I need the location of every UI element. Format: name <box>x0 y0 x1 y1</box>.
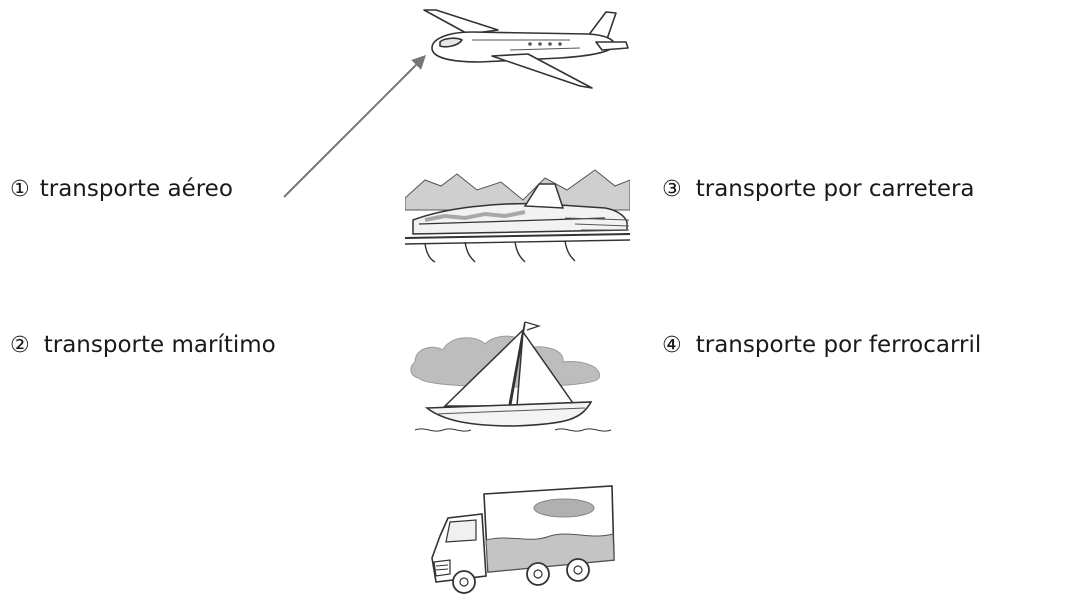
train-picture <box>405 160 630 270</box>
airplane-icon <box>410 0 630 110</box>
option-number: ④ <box>662 333 682 358</box>
option-text: transporte por ferrocarril <box>696 332 982 358</box>
option-number: ③ <box>662 177 682 202</box>
sailboat-picture <box>405 310 630 440</box>
option-text: transporte marítimo <box>44 332 276 358</box>
option-air-transport: ① transporte aéreo <box>10 178 233 201</box>
option-text: transporte aéreo <box>40 176 233 202</box>
airplane-picture <box>410 0 630 110</box>
option-road-transport: ③ transporte por carretera <box>662 178 975 201</box>
sailboat-icon <box>405 310 630 440</box>
train-icon <box>405 160 630 270</box>
option-number: ② <box>10 333 30 358</box>
option-rail-transport: ④ transporte por ferrocarril <box>662 334 981 357</box>
arrow-line <box>284 57 424 197</box>
option-maritime-transport: ② transporte marítimo <box>10 334 276 357</box>
option-text: transporte por carretera <box>696 176 975 202</box>
truck-picture <box>420 478 620 598</box>
option-number: ① <box>10 177 30 202</box>
truck-icon <box>420 478 620 598</box>
